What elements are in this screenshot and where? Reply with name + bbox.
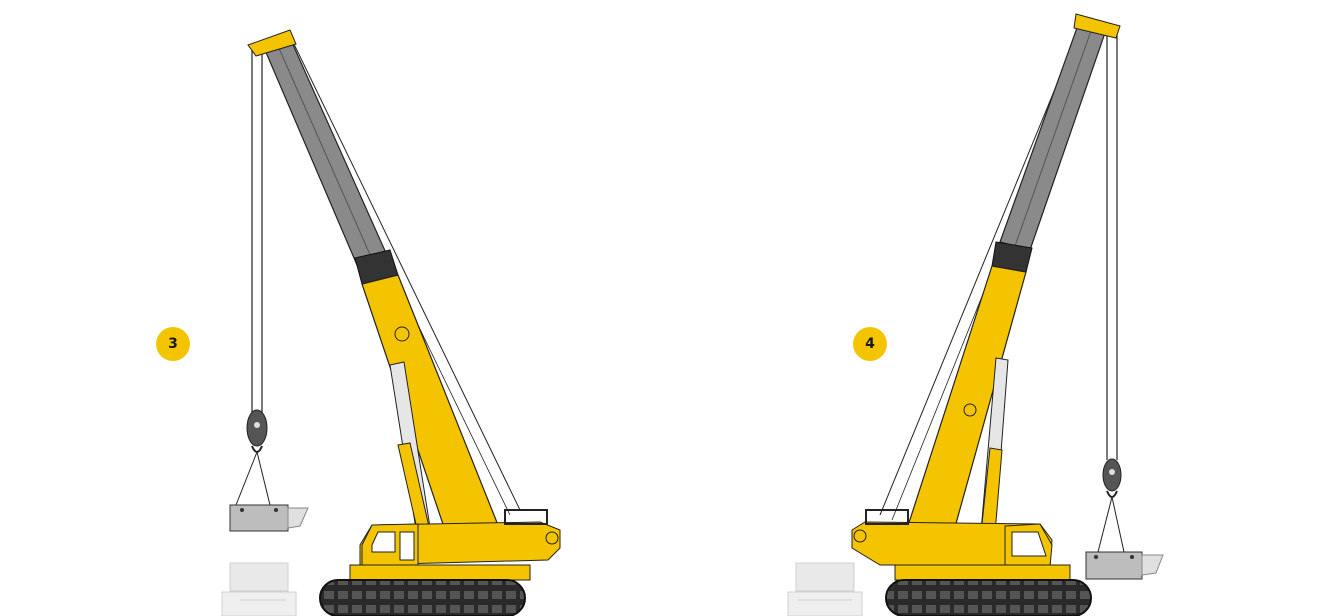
hook-block — [1103, 459, 1121, 497]
crane-step-4 — [788, 14, 1163, 616]
ghost-load-stack — [222, 563, 296, 616]
suspended-load — [1086, 552, 1163, 579]
suspended-load — [230, 505, 308, 531]
ghost-load-stack — [788, 563, 862, 616]
hook-block — [247, 410, 267, 452]
boom-upper — [265, 38, 390, 272]
crawler-track — [886, 580, 1091, 616]
boom-lower — [362, 275, 500, 545]
crane-step-3 — [222, 30, 560, 616]
crawler-track — [320, 580, 525, 616]
